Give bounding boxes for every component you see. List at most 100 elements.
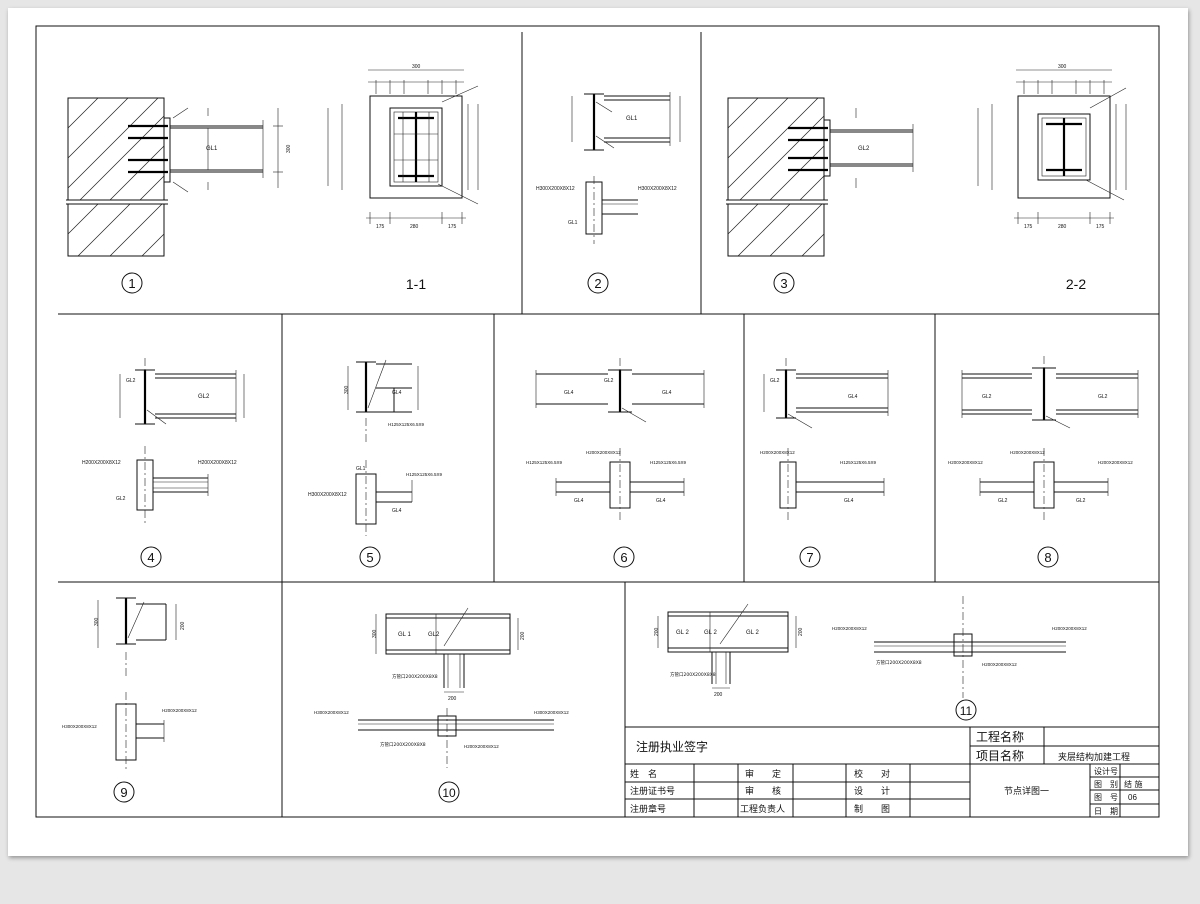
beam-label-gl2-d8-right: GL2: [1098, 394, 1108, 400]
detail-3-drawing: [726, 97, 914, 257]
detail-10-drawing: [358, 607, 554, 768]
detail-marker-11-circle: [955, 699, 977, 721]
beam-label-gl4-d5: GL4: [392, 390, 402, 396]
chief-label: 工程负责人: [740, 803, 785, 815]
discipline-value: 结 施: [1124, 779, 1143, 789]
section-label-fang-d11-plan: 方管口200X200X8X8: [876, 659, 922, 666]
detail-2-drawing: [571, 92, 681, 244]
section-2-2-label: 2-2: [1066, 276, 1086, 292]
section-label-h200-d6: H200X200X8X12: [586, 450, 621, 455]
drawing-frame: [35, 25, 1160, 818]
drawing-no-value: 06: [1128, 793, 1137, 802]
beam-label-gl2-d10: GL2: [428, 632, 440, 638]
section-2-2-drawing: [977, 69, 1127, 224]
beam-label-gl4-d6-right: GL4: [662, 390, 672, 396]
dim-label-280-s22: 280: [1058, 224, 1067, 230]
beam-label-gl2-d4-stub: GL2: [126, 378, 136, 384]
dim-label-300-s11: 300: [412, 64, 421, 70]
beam-label-gl2-d8-left: GL2: [982, 394, 992, 400]
section-label-h200-d7: H200X200X8X12: [760, 450, 795, 455]
detail-5-label: 5: [366, 550, 373, 565]
section-label-h200-d8-right: H200X200X8X12: [1098, 460, 1133, 465]
panel-grid: [58, 32, 1159, 817]
beam-label-gl2-d8-plan-right: GL2: [1076, 498, 1086, 504]
dim-label-280-s11: 280: [410, 224, 419, 230]
section-label-h125-d6-right: H125X125X6.5X9: [650, 460, 687, 465]
detail-9-drawing: [97, 597, 177, 772]
detail-marker-9-circle: [113, 781, 135, 803]
beam-label-gl4-d7: GL4: [848, 394, 858, 400]
detail-marker-6-circle: [613, 546, 635, 568]
detail-10-label: 10: [442, 786, 456, 800]
section-label-h200-d11-right: H200X200X8X12: [1052, 626, 1087, 631]
section-label-h200-d8-left: H200X200X8X12: [948, 460, 983, 465]
beam-label-gl2-d8-plan-left: GL2: [998, 498, 1008, 504]
section-label-h300-d2-right: H300X200X8X12: [638, 186, 677, 192]
structural-detail-drawing: GL1 300 1 300 175 280 175 1-1: [35, 25, 1160, 818]
dim-label-300-d1: 300: [286, 144, 292, 153]
section-label-h200-d11-left: H200X200X8X12: [832, 626, 867, 631]
detail-1-label: 1: [128, 276, 135, 291]
detail-7-drawing: [763, 358, 889, 522]
detail-2-label: 2: [594, 276, 601, 291]
section-label-h200-d9: H200X200X8X12: [162, 708, 197, 713]
beam-label-gl1-d5: GL1: [356, 466, 366, 472]
detail-9-label: 9: [120, 785, 127, 800]
beam-label-gl2-d6: GL2: [604, 378, 614, 384]
dim-label-175-s11-left: 175: [376, 224, 385, 230]
detail-8-drawing: [961, 356, 1139, 522]
dim-label-200w-d10: 200: [448, 696, 457, 702]
detail-3-label: 3: [780, 276, 787, 291]
detail-6-drawing: [535, 358, 705, 522]
dim-label-200-d9: 200: [180, 621, 186, 630]
beam-label-gl4-d6-left: GL4: [564, 390, 574, 396]
dim-label-175-s22-left: 175: [1024, 224, 1033, 230]
detail-1-drawing: [66, 97, 283, 257]
detail-5-drawing: [347, 359, 419, 536]
dim-label-175-s11-right: 175: [448, 224, 457, 230]
dim-label-200-d11-right: 200: [798, 627, 804, 636]
section-label-h200-d10: H200X200X8X12: [464, 744, 499, 749]
item-name-label: 项目名称: [976, 748, 1024, 763]
section-label-h125-d7: H125X125X6.5X9: [840, 460, 877, 465]
detail-marker-8-circle: [1037, 546, 1059, 568]
review-label: 审 定: [745, 768, 781, 780]
drafting-label: 制 图: [854, 803, 890, 815]
section-label-h200-d4-right: H200X200X8X12: [198, 460, 237, 466]
section-label-h200-d4-left: H200X200X8X12: [82, 460, 121, 466]
detail-4-drawing: [119, 358, 245, 524]
section-1-1-drawing: [327, 69, 479, 224]
dim-label-200-d10: 200: [520, 631, 526, 640]
dim-label-200-d11-left: 200: [654, 627, 660, 636]
section-label-h200-d8-mid: H200X200X8X12: [1010, 450, 1045, 455]
detail-marker-1-circle: [121, 272, 143, 294]
beam-label-gl2-d11-right: GL 2: [746, 630, 759, 636]
section-label-fang-d11: 方管口200X200X8X8: [670, 671, 716, 678]
detail-11-drawing: [657, 596, 1066, 698]
check-label: 审 核: [745, 785, 781, 797]
cert-no-label: 注册证书号: [630, 785, 675, 797]
beam-label-gl4-d6-plan-right: GL4: [656, 498, 666, 504]
detail-marker-3-circle: [773, 272, 795, 294]
beam-label-gl1-d2-plan: GL1: [568, 220, 578, 226]
section-label-h300-d10-right: H300X200X8X12: [534, 710, 569, 715]
project-name-label: 工程名称: [976, 729, 1024, 744]
beam-label-gl2-d11-left: GL 2: [676, 630, 689, 636]
signature-title: 注册执业签字: [636, 739, 708, 754]
section-label-h300-d10-left: H300X200X8X12: [314, 710, 349, 715]
beam-label-gl4-d5-plan: GL4: [392, 508, 402, 514]
detail-marker-2-circle: [587, 272, 609, 294]
detail-11-label: 11: [960, 704, 973, 718]
dim-label-300-d9: 300: [94, 617, 100, 626]
section-label-h125-d5: H125X125X6.5X9: [388, 422, 425, 427]
dim-label-300-d10: 300: [372, 629, 378, 638]
beam-label-gl2-d11-mid: GL 2: [704, 630, 717, 636]
section-label-h125-d5-plan: H125X125X6.5X9: [406, 472, 443, 477]
beam-label-gl1-d2: GL1: [626, 116, 638, 122]
seal-no-label: 注册章号: [630, 803, 666, 815]
section-label-h300-d9: H300X200X8X12: [62, 724, 97, 729]
beam-label-gl2-d4-plan: GL2: [116, 496, 126, 502]
date-label: 日 期: [1094, 807, 1118, 816]
detail-marker-5-circle: [359, 546, 381, 568]
discipline-label: 图 别: [1094, 780, 1118, 789]
